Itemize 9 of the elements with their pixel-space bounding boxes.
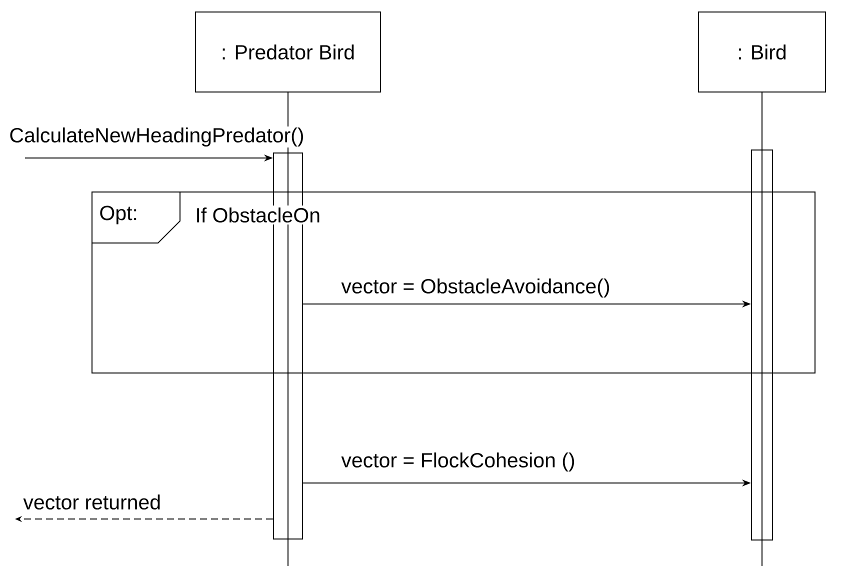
edge-label: vector = ObstacleAvoidance() [340, 277, 612, 299]
edge-label: vector returned [22, 493, 162, 511]
edge-label: vector = FlockCohesion () [340, 451, 576, 473]
activation-bar [751, 149, 773, 541]
object-box: : Bird [698, 12, 826, 92]
edge-label: CalculateNewHeadingPredator() [8, 126, 306, 148]
object-box: : Predator Bird [195, 12, 381, 92]
guard-condition: If ObstacleOn [193, 205, 323, 225]
fragment-tag: Opt: [92, 192, 180, 244]
